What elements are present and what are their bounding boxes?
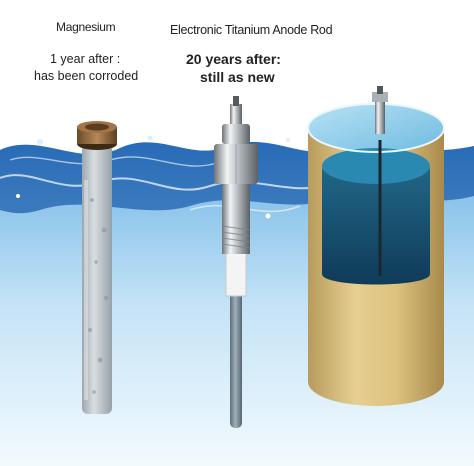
titanium-anode-rod	[214, 96, 258, 428]
magnesium-caption-line2: has been corroded	[34, 69, 139, 83]
magnesium-title: Magnesium	[56, 20, 116, 34]
titanium-caption-line2: still as new	[200, 69, 275, 85]
magnesium-anode-rod	[77, 121, 117, 414]
titanium-caption-line1: 20 years after:	[186, 51, 281, 67]
magnesium-caption-line1: 1 year after :	[50, 52, 121, 66]
water-tank	[307, 86, 445, 406]
titanium-title: Electronic Titanium Anode Rod	[170, 23, 333, 37]
